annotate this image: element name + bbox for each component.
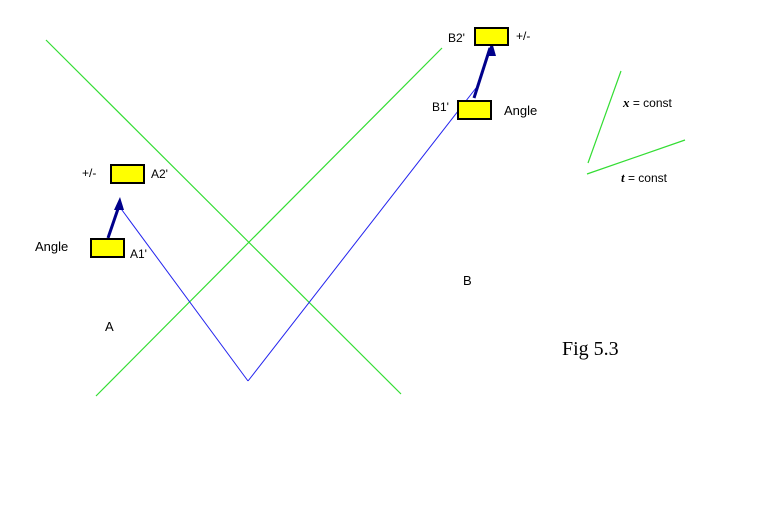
- analyzer-b-arrowhead: [486, 42, 496, 56]
- label-b-angle: Angle: [504, 103, 537, 118]
- station-b-label: B: [463, 273, 472, 288]
- label-b1: B1': [432, 100, 449, 114]
- analyzer-b: B2' +/- B1' Angle: [432, 27, 537, 120]
- label-b-top-right: +/-: [516, 29, 530, 43]
- legend-t-const-label: t = const: [621, 170, 668, 185]
- station-a-label: A: [105, 319, 114, 334]
- light-line-ascending: [95, 47, 443, 397]
- analyzer-a: +/- A2' Angle A1': [35, 164, 168, 261]
- label-a-angle: Angle: [35, 239, 68, 254]
- label-a2: A2': [151, 167, 168, 181]
- detector-a2: [110, 164, 145, 184]
- signal-path-to-a: [118, 205, 249, 382]
- legend-x-const-label: x = const: [622, 95, 673, 110]
- label-a1: A1': [130, 247, 147, 261]
- coordinate-legend: x = const t = const: [586, 70, 686, 185]
- detector-b1: [457, 100, 492, 120]
- label-b2: B2': [448, 31, 465, 45]
- legend-t-const-line: [586, 139, 686, 175]
- analyzer-b-arm: [472, 47, 492, 99]
- label-a-top-left: +/-: [82, 166, 96, 180]
- detector-b2: [474, 27, 509, 46]
- legend-x-const-line: [587, 70, 622, 164]
- signal-path-to-b: [247, 87, 477, 382]
- detector-a1: [90, 238, 125, 258]
- analyzer-a-arrowhead: [114, 197, 124, 210]
- light-line-descending: [45, 39, 402, 395]
- figure-caption: Fig 5.3: [562, 338, 619, 360]
